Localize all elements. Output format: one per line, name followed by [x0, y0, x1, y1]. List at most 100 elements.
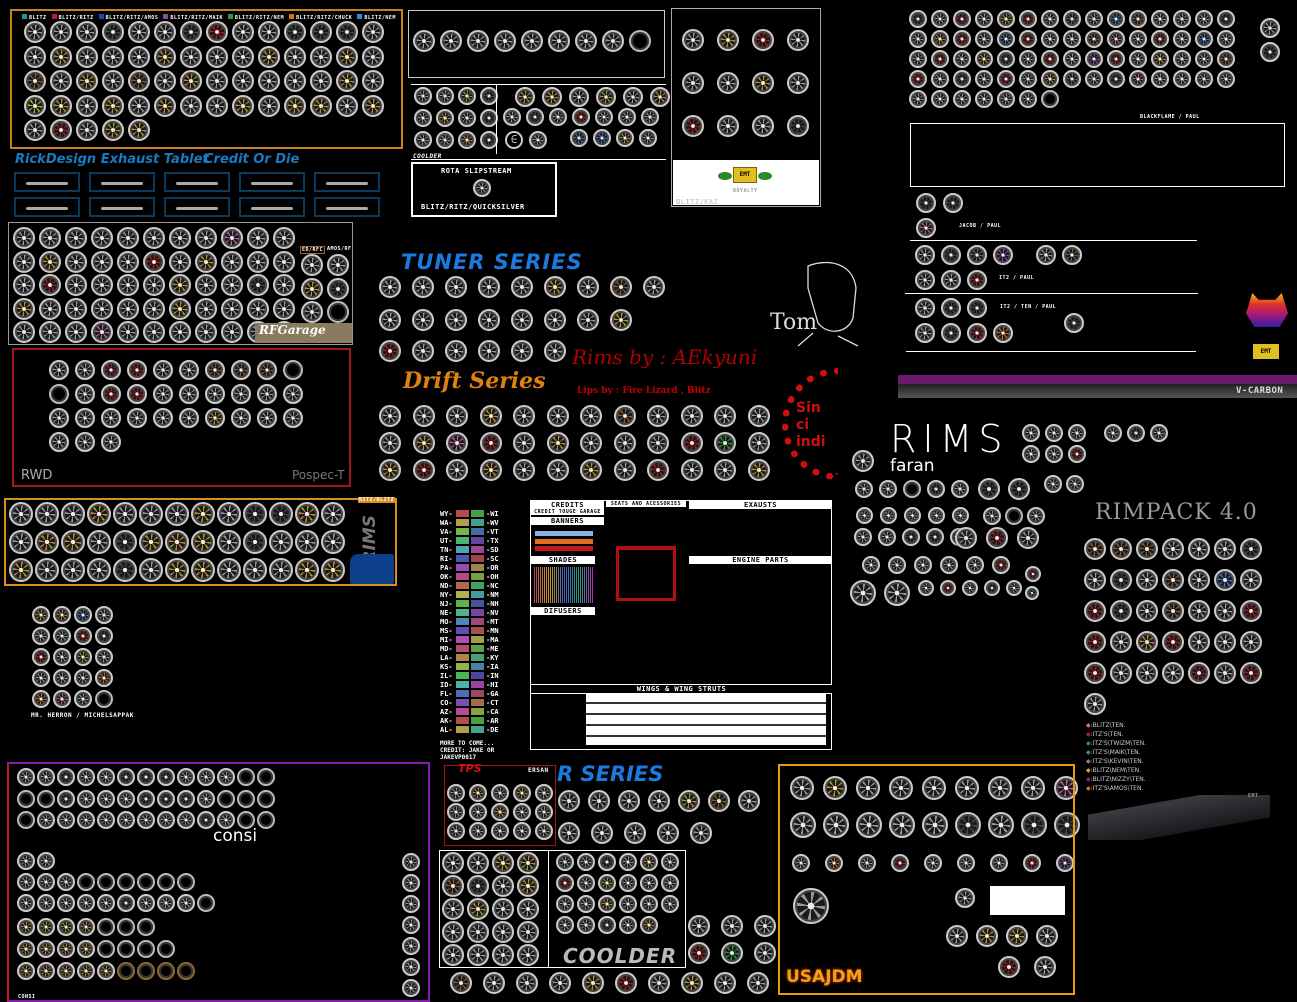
state-code: -IA [486, 662, 499, 671]
rim-icon [492, 875, 514, 897]
plate-image [456, 726, 469, 733]
exhaust-icon [251, 207, 293, 210]
rim-icon [301, 277, 323, 300]
rim-icon [17, 789, 35, 808]
rim-icon [191, 530, 215, 554]
rim-icon [32, 606, 50, 624]
rim-icon [682, 115, 704, 137]
rim-icon [9, 530, 33, 554]
rim-icon [955, 888, 975, 908]
rim-icon [473, 179, 491, 197]
rim-icon [914, 556, 932, 574]
rim-icon [1021, 812, 1047, 838]
panel-rf [8, 222, 353, 345]
plate-image [456, 591, 469, 598]
rim-icon [682, 72, 704, 94]
rim-icon [257, 360, 277, 380]
rim-icon [1008, 478, 1030, 500]
rim-icon [24, 94, 46, 117]
rim-icon [445, 340, 467, 362]
rim-icon [480, 109, 498, 127]
rim-icon [247, 297, 269, 320]
plate-image [456, 537, 469, 544]
rim-icon [889, 776, 913, 800]
rim-icon [273, 274, 295, 296]
rim-icon [598, 895, 616, 913]
rim-icon [516, 972, 538, 994]
rim-icon [53, 627, 71, 645]
state-code: -ME [486, 644, 499, 653]
rim-icon [197, 811, 215, 829]
rim-icon [76, 94, 98, 117]
rim-icon [992, 556, 1010, 574]
exhaust-tile [164, 172, 230, 192]
plate-row: IL--IN [440, 671, 499, 680]
rim-icon [1173, 10, 1191, 28]
rim-icon [57, 789, 75, 808]
rim-icon [257, 408, 277, 428]
rimpack-credit: ◆:ITZ'S\TEN. [1086, 731, 1124, 738]
rim-icon [862, 556, 880, 574]
rim-icon [467, 30, 489, 52]
plate-row: MS--MN [440, 626, 499, 635]
divider [910, 240, 1197, 241]
rim-icon [1084, 600, 1106, 622]
rim-icon [479, 405, 502, 427]
rim-icon [37, 768, 55, 786]
rim-icon [1195, 50, 1213, 68]
rim-icon [180, 45, 202, 68]
rim-icon [57, 894, 75, 912]
plate-row: NJ--NH [440, 599, 499, 608]
rim-icon [74, 648, 92, 666]
rim-icon [77, 894, 95, 912]
rim-icon [1005, 507, 1023, 525]
rim-icon [754, 915, 776, 937]
it2-credit: IT2 / PAUL [999, 275, 1035, 281]
plate-image [456, 609, 469, 616]
rim-icon [624, 822, 646, 844]
rim-icon [97, 962, 115, 980]
rim-icon [681, 972, 703, 994]
rim-icon [1110, 662, 1132, 684]
rim-icon [492, 921, 514, 943]
rim-icon [1085, 30, 1103, 48]
drift-series-title: Drift Series [403, 368, 546, 394]
rim-icon [856, 812, 882, 838]
diamond-icon: ◆ [1086, 785, 1091, 792]
rim-icon [191, 558, 215, 582]
diamond-icon: ◆ [1086, 731, 1091, 738]
rim-icon [643, 276, 665, 298]
state-code: KS- [440, 662, 453, 671]
rim-icon [327, 254, 349, 276]
rim-icon [113, 502, 137, 526]
rim-icon [546, 432, 569, 454]
rim-icon [598, 916, 616, 934]
rim-icon [310, 21, 332, 43]
rim-icon [747, 432, 770, 454]
rim-icon [629, 30, 651, 52]
rim-icon [379, 432, 401, 454]
laurel-left [718, 172, 732, 180]
rim-icon [180, 70, 202, 92]
rim-icon [909, 10, 927, 28]
rim-icon [179, 360, 199, 380]
rim-icon [931, 50, 949, 68]
rim-icon [17, 918, 35, 936]
rim-icon [101, 432, 121, 452]
rim-icon [575, 30, 597, 52]
rim-icon [714, 432, 736, 454]
rim-icon [640, 874, 658, 892]
rim-icon [823, 776, 847, 800]
rim-icon [1136, 662, 1158, 684]
rim-icon [17, 852, 35, 870]
rim-icon [197, 894, 215, 912]
rim-icon [336, 21, 358, 43]
state-code: -KY [486, 653, 499, 662]
rim-icon [549, 108, 567, 126]
rim-icon [32, 648, 50, 666]
rim-icon [412, 276, 434, 298]
rim-icon [177, 894, 195, 912]
state-code: MI- [440, 635, 453, 644]
rim-icon [39, 227, 61, 249]
